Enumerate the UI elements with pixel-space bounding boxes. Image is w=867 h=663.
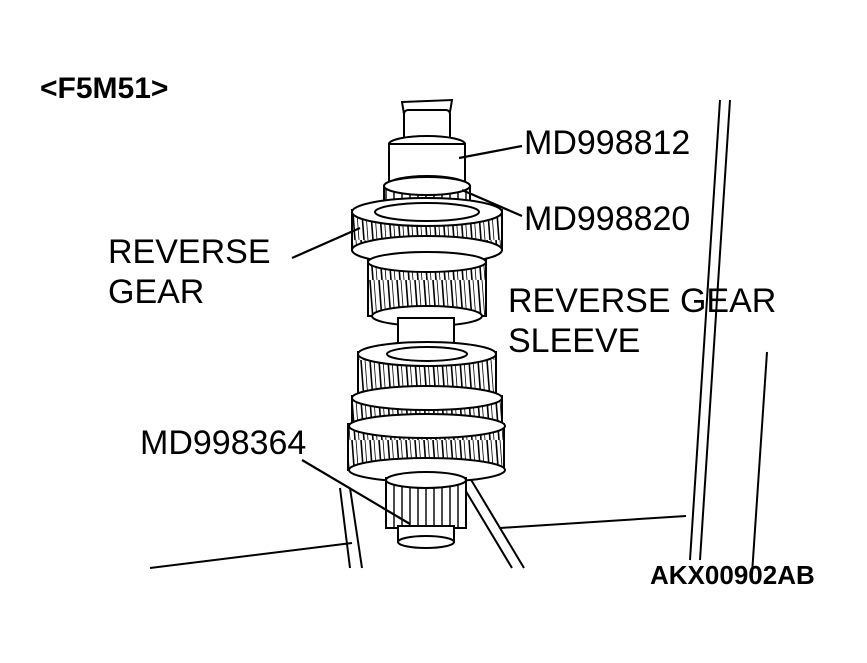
label-sleeve-line2: SLEEVE xyxy=(508,322,641,360)
leader-lines xyxy=(291,144,523,525)
bottom-spline xyxy=(385,471,467,549)
reverse-gear-sleeve xyxy=(367,251,487,327)
label-reverse-gear-line2: GEAR xyxy=(108,273,205,311)
lower-gear-stack xyxy=(347,341,506,483)
label-md998820: MD998820 xyxy=(524,200,691,238)
label-md998364: MD998364 xyxy=(140,424,307,462)
label-md998812: MD998812 xyxy=(524,124,691,162)
reverse-gear xyxy=(351,197,503,265)
press-frame xyxy=(149,99,768,575)
label-reverse-gear: REVERSE GEAR xyxy=(108,235,271,309)
model-tag: <F5M51> xyxy=(40,72,169,105)
label-reverse-gear-sleeve: REVERSE GEAR SLEEVE xyxy=(508,284,776,358)
label-sleeve-line1: REVERSE GEAR xyxy=(508,282,777,320)
label-reverse-gear-line1: REVERSE xyxy=(108,233,271,271)
figure-code: AKX00902AB xyxy=(650,560,815,590)
